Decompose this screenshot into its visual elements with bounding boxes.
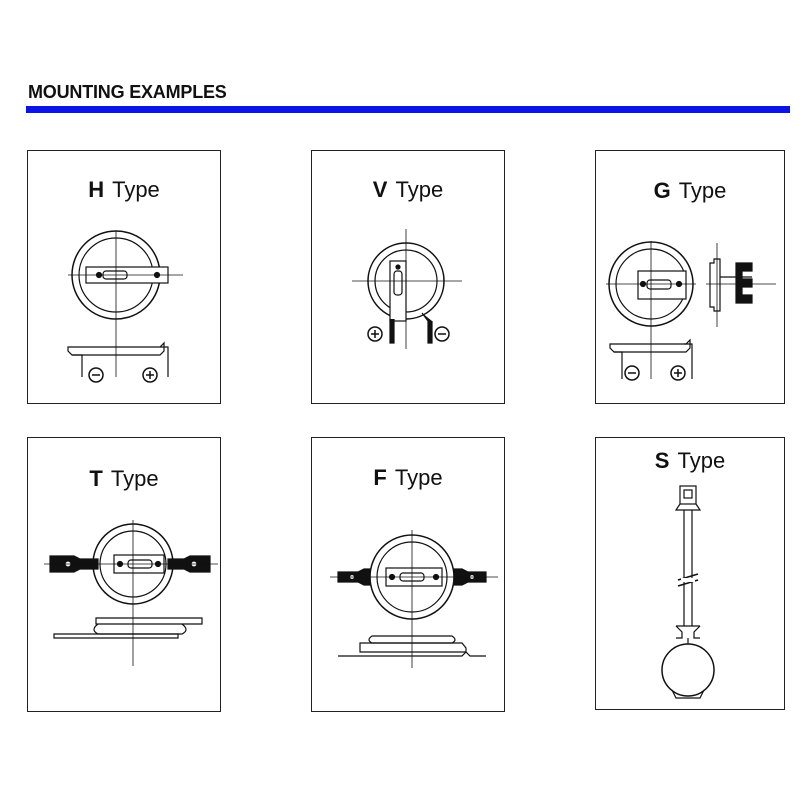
minus-terminal-symbol (434, 326, 450, 342)
panel-title: G Type (596, 178, 784, 204)
panel-g-type: G Type (595, 150, 785, 404)
type-word: Type (677, 448, 726, 473)
panel-s-type: S Type (595, 437, 785, 710)
panel-h-type: H Type (27, 150, 221, 404)
panel-t-type: T Type (27, 437, 221, 712)
type-letter: V (372, 177, 388, 202)
type-word: Type (394, 465, 443, 490)
minus-terminal-symbol (88, 367, 104, 383)
panel-title: V Type (312, 177, 504, 203)
panel-title: T Type (28, 466, 220, 492)
plus-terminal-symbol (367, 326, 383, 342)
panel-f-type: F Type (311, 437, 505, 712)
g-type-diagram (606, 241, 776, 381)
type-word: Type (678, 178, 727, 203)
panel-title: S Type (596, 448, 784, 474)
type-word: Type (395, 177, 444, 202)
type-word: Type (110, 466, 159, 491)
minus-terminal-symbol (624, 365, 640, 381)
f-type-diagram (330, 530, 498, 668)
page-heading: MOUNTING EXAMPLES (28, 82, 227, 102)
type-letter: S (654, 448, 670, 473)
heading-rule (26, 106, 790, 113)
type-letter: G (653, 178, 671, 203)
type-letter: F (373, 465, 387, 490)
type-letter: H (88, 177, 105, 202)
plus-terminal-symbol (670, 365, 686, 381)
panel-title: H Type (28, 177, 220, 203)
t-type-diagram (44, 520, 218, 666)
h-type-diagram (67, 230, 183, 383)
plus-terminal-symbol (142, 367, 158, 383)
panel-title: F Type (312, 465, 504, 491)
panel-v-type: V Type (311, 150, 505, 404)
type-word: Type (112, 177, 160, 202)
s-type-diagram (661, 485, 715, 699)
type-letter: T (89, 466, 103, 491)
v-type-diagram (352, 229, 462, 349)
